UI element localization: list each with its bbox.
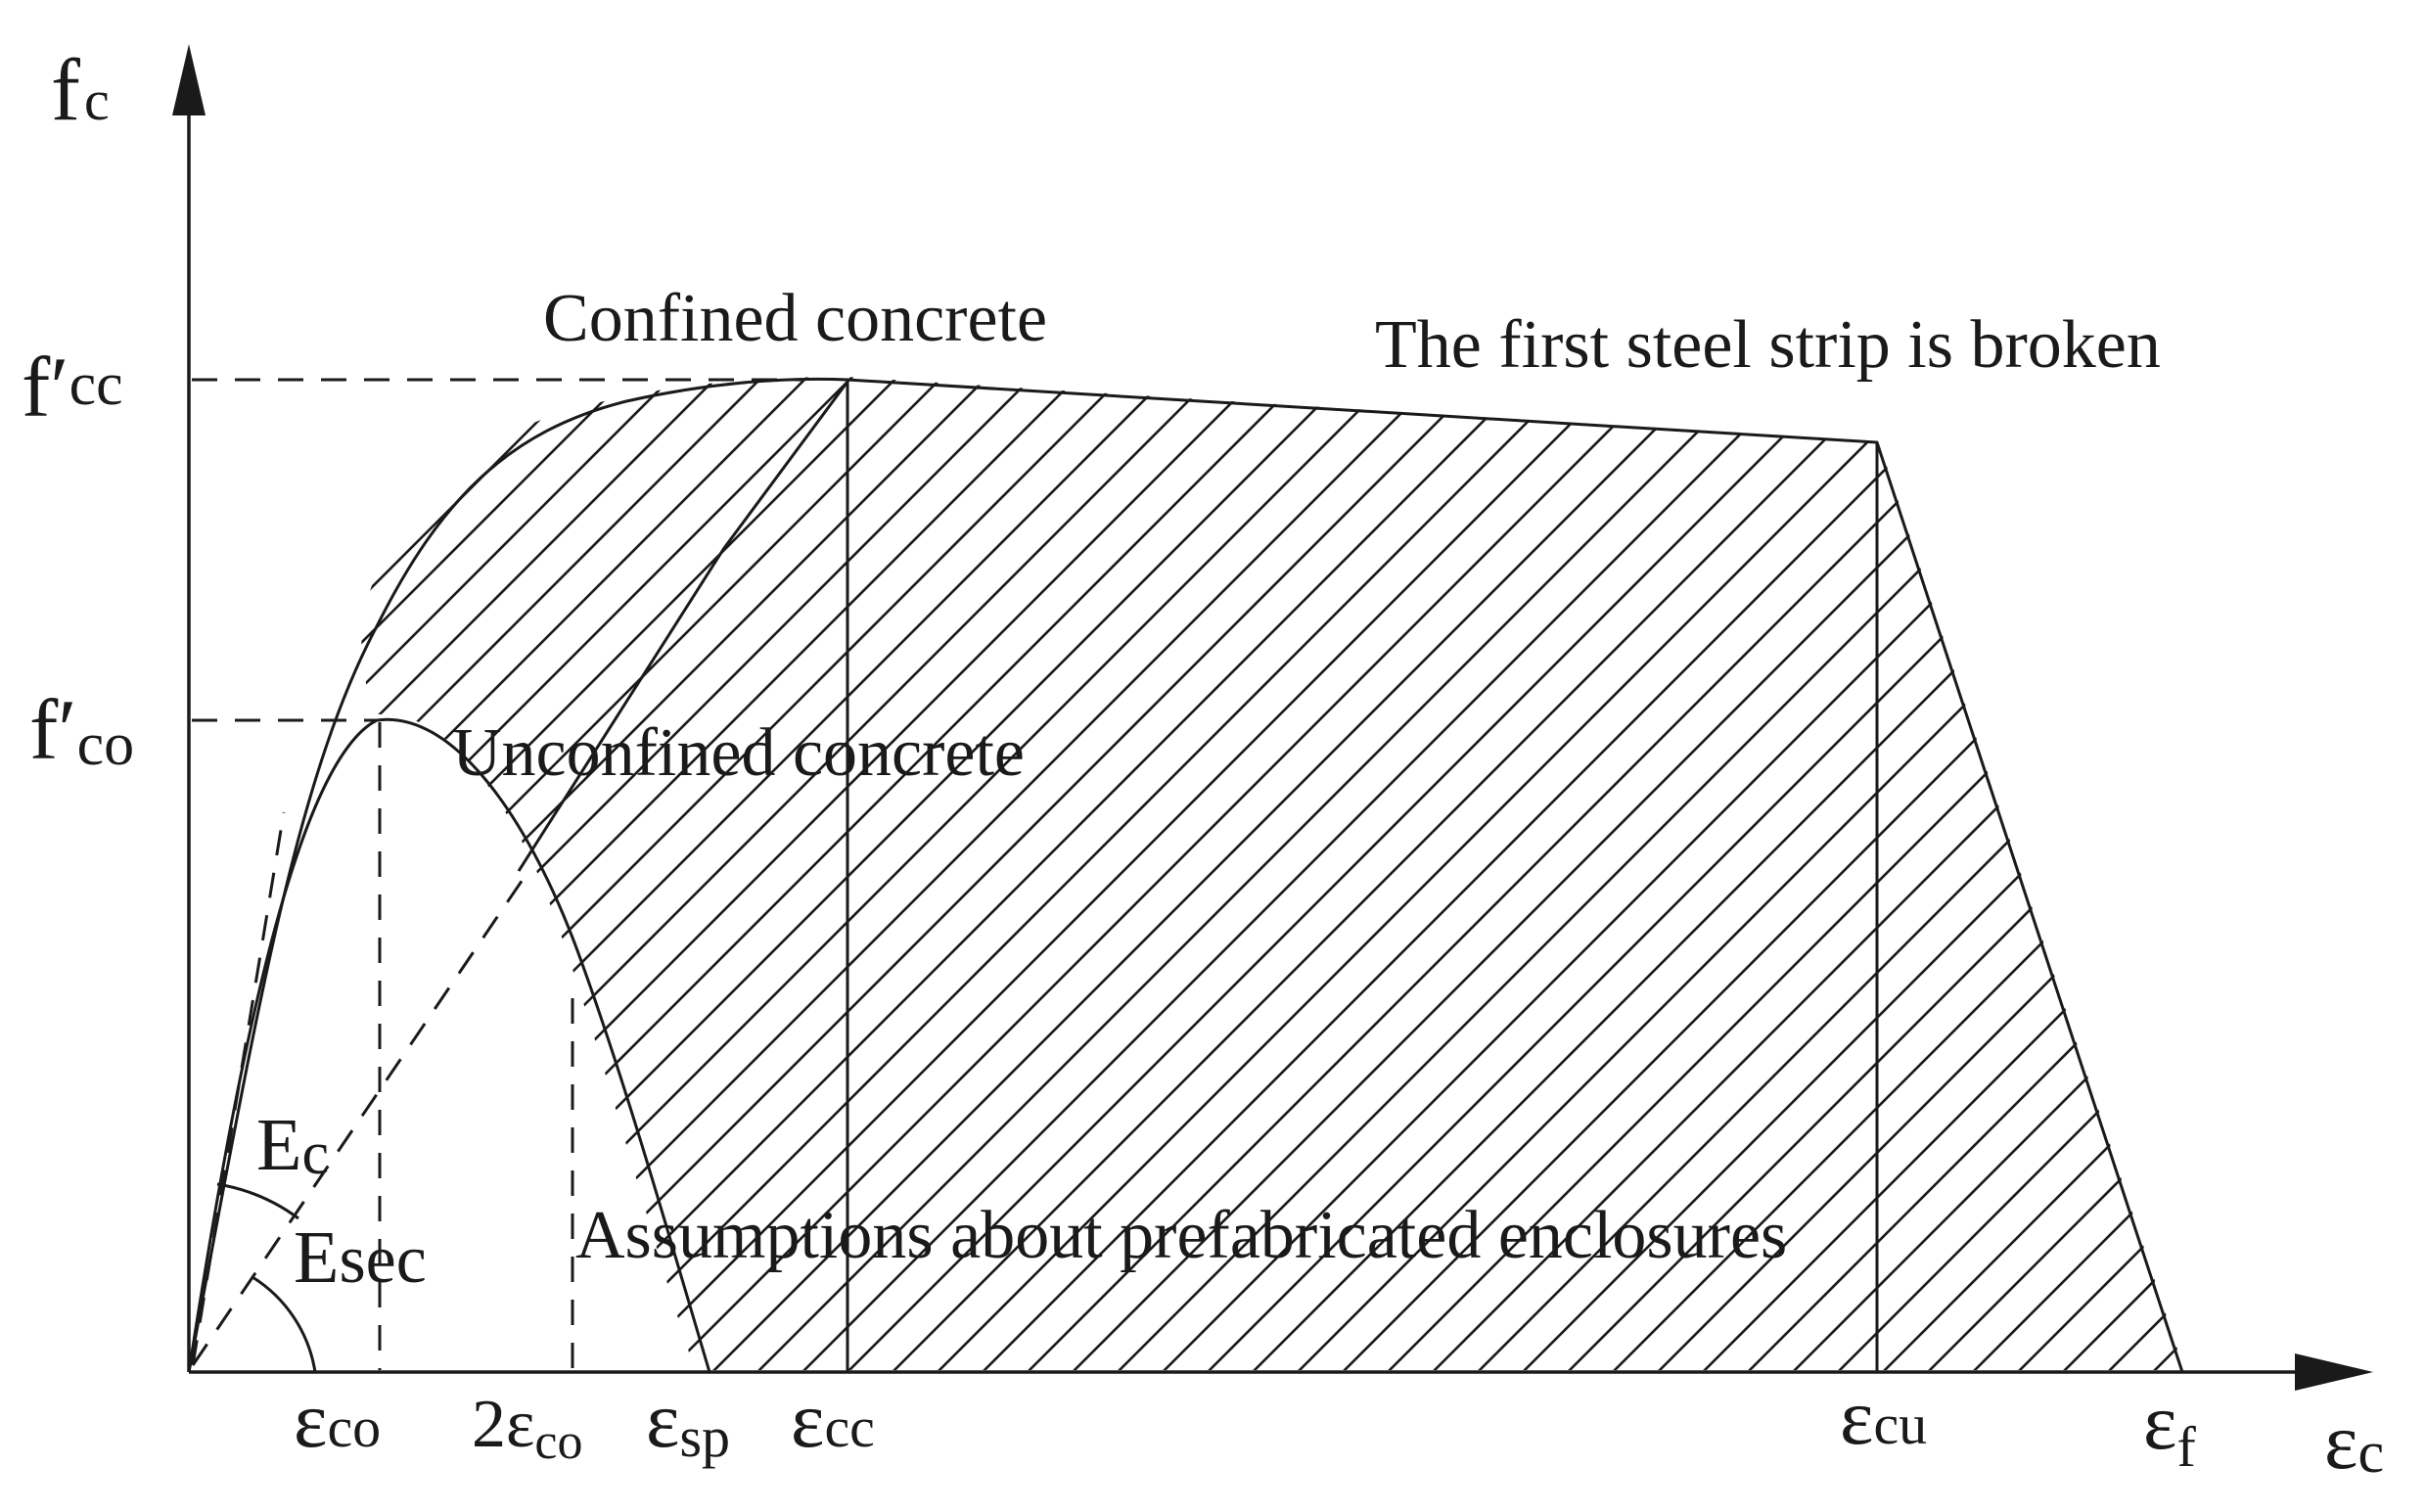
- y-axis-label: fc: [51, 42, 110, 139]
- steel-strip-label: The first steel strip is broken: [1375, 307, 2161, 383]
- x-axis-label: εc: [2324, 1397, 2384, 1486]
- hatch-line: [1913, 377, 2184, 1370]
- hatch-line: [361, 377, 1034, 1370]
- hatch-line: [361, 377, 1575, 1370]
- hatch-line: [361, 377, 1259, 1370]
- x-tick-eco: εco: [294, 1375, 381, 1464]
- y-tick-fco: f′co: [29, 683, 134, 778]
- hatch-line: [361, 377, 1214, 1370]
- hatch-line: [1823, 377, 2184, 1370]
- hatch-line: [361, 377, 1710, 1370]
- esec-angle-arc: [252, 1275, 317, 1373]
- hatch-line: [361, 377, 854, 1370]
- hatch-line: [1688, 377, 2184, 1370]
- y-tick-fcc: f′cc: [22, 341, 123, 435]
- hatch-line: [361, 377, 899, 1370]
- hatch-line: [1598, 377, 2184, 1370]
- hatch-line: [1148, 377, 2184, 1370]
- hatch-line: [1283, 377, 2184, 1370]
- hatch-line: [361, 377, 1485, 1370]
- hatch-line: [1553, 377, 2184, 1370]
- hatch-line: [361, 377, 1395, 1370]
- ec-modulus-label: Ec: [256, 1104, 329, 1187]
- hatch-line: [361, 377, 1169, 1370]
- ec-angle-arc: [216, 1182, 299, 1220]
- hatch-line: [361, 377, 1530, 1370]
- hatch-line: [1643, 377, 2184, 1370]
- assumptions-label: Assumptions about prefabricated enclosur…: [575, 1198, 1787, 1273]
- assumption-line: [517, 381, 849, 872]
- hatch-line: [2048, 377, 2184, 1370]
- hatch-line: [1868, 377, 2184, 1370]
- hatch-line: [361, 377, 809, 1370]
- hatch-line: [1328, 377, 2184, 1370]
- hatch-line: [2093, 377, 2184, 1370]
- hatch-line: [361, 377, 1440, 1370]
- hatch-line: [1418, 377, 2184, 1370]
- confined-concrete-curve: [187, 377, 2184, 1373]
- x-axis-arrow: [2295, 1353, 2373, 1391]
- hatch-line: [1508, 377, 2184, 1370]
- x-tick-esp: εsp: [646, 1375, 730, 1469]
- hatch-line: [361, 377, 944, 1370]
- hatch-line: [361, 377, 1620, 1370]
- hatch-line: [361, 377, 989, 1370]
- hatch-line: [1373, 377, 2184, 1370]
- hatch-line: [1238, 377, 2184, 1370]
- hatch-line: [361, 377, 1305, 1370]
- hatch-line: [428, 377, 1800, 1370]
- hatch-line: [361, 377, 1665, 1370]
- hatch-line: [361, 377, 764, 1370]
- x-tick-ecu: εcu: [1840, 1372, 1927, 1461]
- hatch-line: [361, 377, 1350, 1370]
- y-axis-arrow: [172, 44, 206, 115]
- hatch-line: [361, 377, 1124, 1370]
- unconfined-concrete-curve: [187, 717, 711, 1373]
- hatch-line: [1778, 377, 2184, 1370]
- esec-secant-line: [191, 870, 530, 1366]
- hatch-line: [1103, 377, 2184, 1370]
- hatch-line: [2138, 377, 2184, 1370]
- hatch-line: [1193, 377, 2184, 1370]
- hatch-line: [1733, 377, 2184, 1370]
- x-tick-2eco: 2εco: [472, 1387, 583, 1470]
- unconfined-concrete-label: Unconfined concrete: [452, 715, 1025, 791]
- esec-modulus-label: Esec: [294, 1216, 427, 1299]
- hatch-line: [2003, 377, 2184, 1370]
- x-tick-ef: εf: [2143, 1377, 2196, 1479]
- confined-concrete-label: Confined concrete: [543, 281, 1047, 356]
- hatch-line: [1463, 377, 2184, 1370]
- x-tick-ecc: εcc: [791, 1375, 875, 1464]
- hatched-region: [361, 377, 2184, 1370]
- hatch-line: [1058, 377, 2184, 1370]
